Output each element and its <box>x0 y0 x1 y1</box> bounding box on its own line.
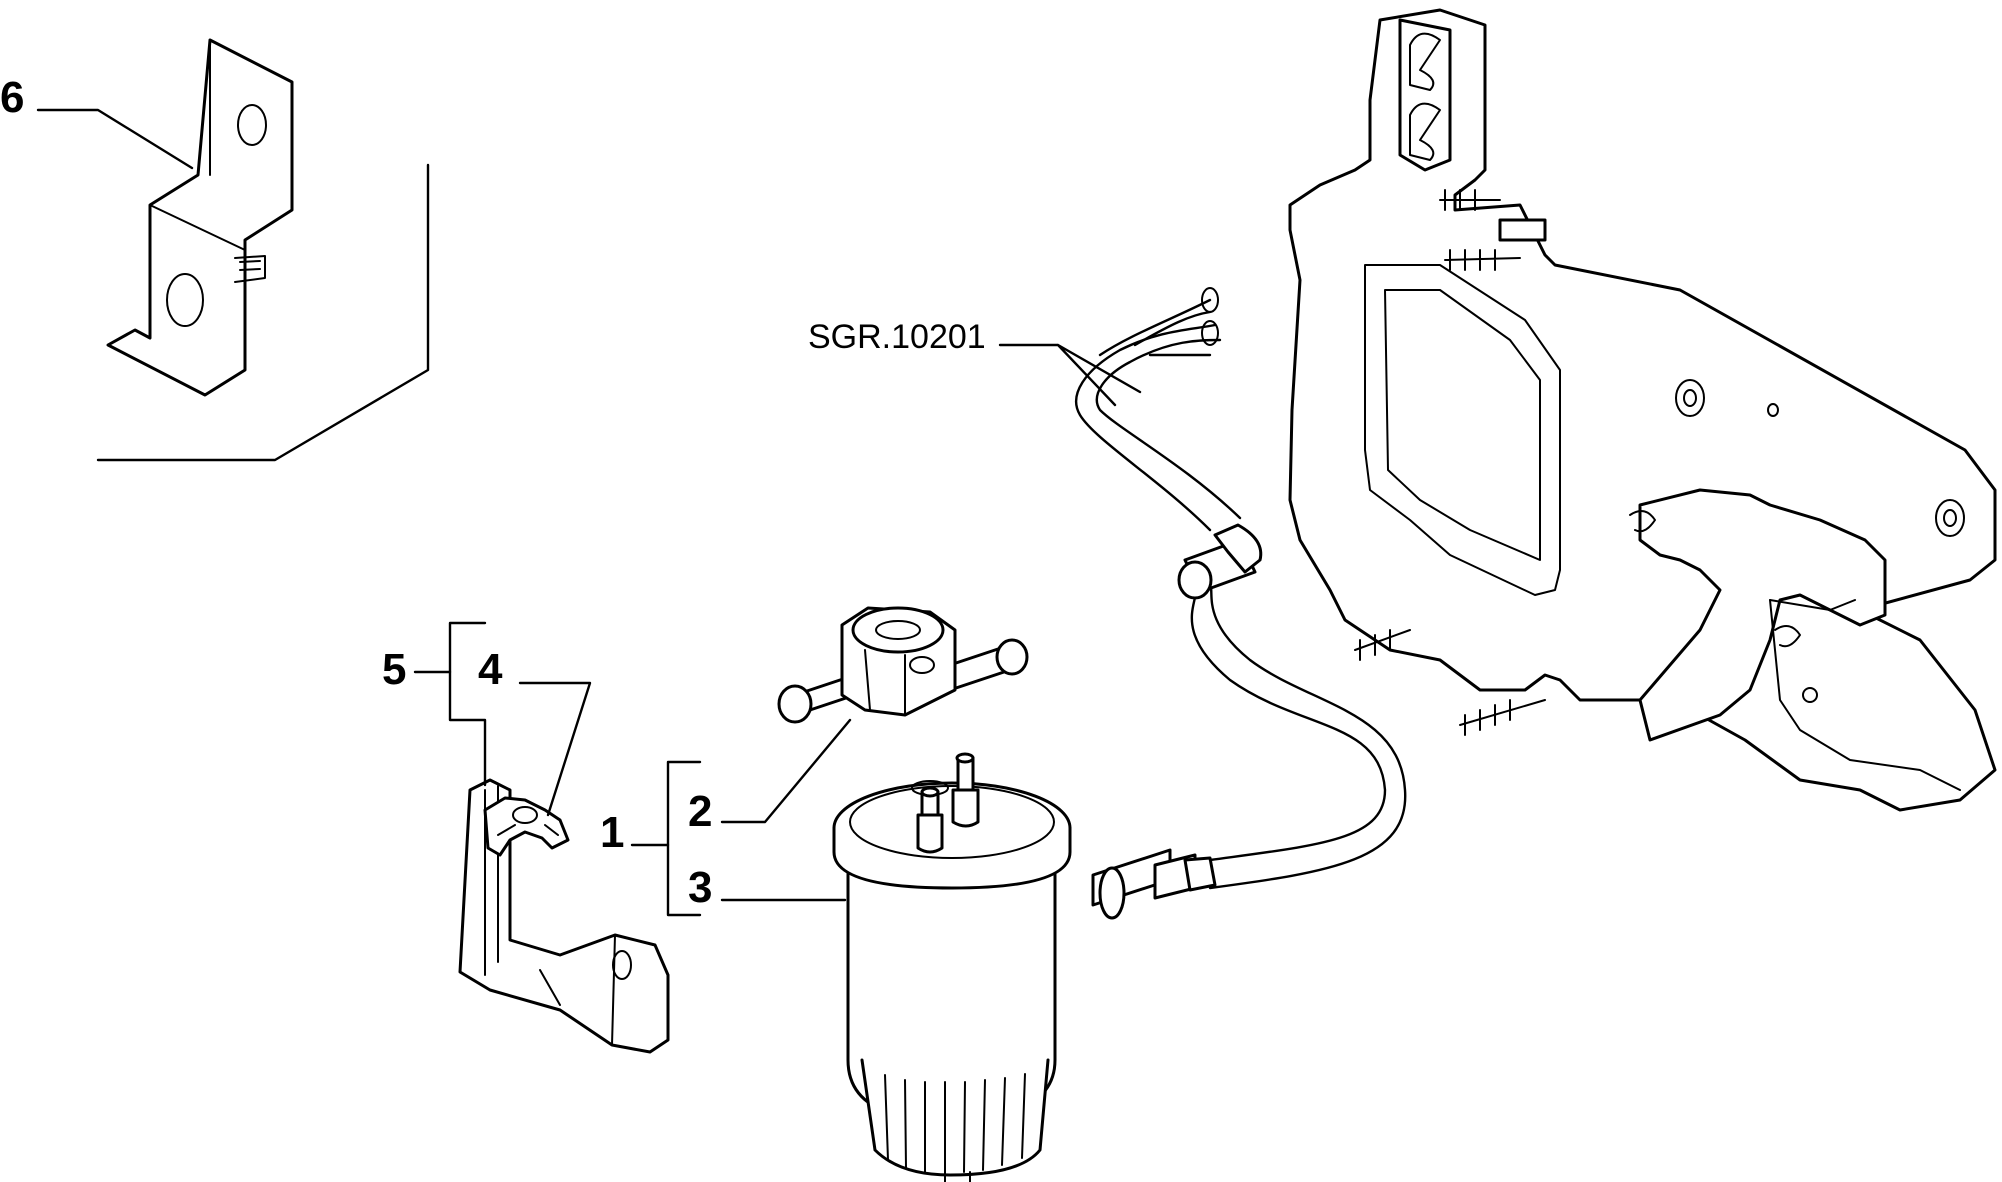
callout-6: 6 <box>0 73 24 122</box>
fuel-pipe-hose <box>1074 287 1407 920</box>
part-6-mounting-bracket <box>96 38 430 462</box>
engine-mounting-plate <box>1288 8 1997 812</box>
part-4-clamp-clip <box>483 796 570 857</box>
callout-4: 4 <box>478 645 503 694</box>
group-reference-label: SGR.10201 <box>808 318 986 356</box>
callout-3: 3 <box>688 863 712 912</box>
callout-labels: 6 SGR.10201 1 2 3 5 4 <box>0 73 986 912</box>
callout-1: 1 <box>600 808 624 857</box>
part-3-fuel-filter <box>832 752 1072 1182</box>
callout-5: 5 <box>382 645 406 694</box>
callout-2: 2 <box>688 787 712 836</box>
part-2-fuel-connector <box>777 606 1029 724</box>
callout-leaders <box>36 108 1142 917</box>
